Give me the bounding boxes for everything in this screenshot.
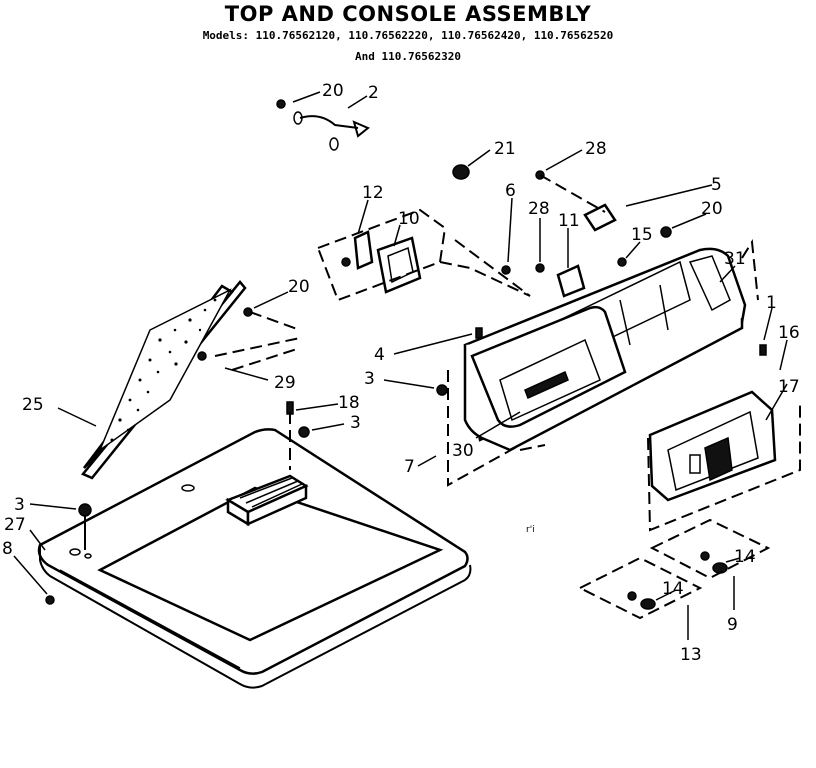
console-panel — [463, 247, 747, 452]
callout-12: 12 — [362, 183, 384, 203]
lid-panel — [80, 280, 247, 480]
callout-11: 11 — [558, 211, 580, 231]
callout-2: 2 — [368, 83, 379, 103]
callout-4: 4 — [374, 345, 385, 365]
leader-lines — [13, 91, 788, 640]
callout-3-console: 3 — [364, 369, 375, 389]
assembly-outlines — [214, 174, 801, 620]
timer-knob-assembly — [341, 230, 422, 294]
callout-20-left: 20 — [288, 277, 310, 297]
callout-labels: 20 2 21 28 5 12 10 6 28 11 15 20 31 20 2… — [2, 81, 800, 665]
callout-18: 18 — [338, 393, 360, 413]
callout-10: 10 — [398, 209, 420, 229]
callout-21: 21 — [494, 139, 516, 159]
callout-8: 8 — [2, 539, 13, 559]
control-module — [648, 390, 777, 502]
callout-31: 31 — [724, 249, 746, 269]
callout-15: 15 — [631, 225, 653, 245]
callout-7: 7 — [404, 457, 415, 477]
callout-30: 30 — [452, 441, 474, 461]
stray-mark: r'i — [526, 525, 535, 535]
callout-16: 16 — [778, 323, 800, 343]
callout-9: 9 — [727, 615, 738, 635]
callout-20-right: 20 — [701, 199, 723, 219]
diagram-title: TOP AND CONSOLE ASSEMBLY — [224, 2, 592, 26]
callout-5: 5 — [711, 175, 722, 195]
callout-25: 25 — [22, 395, 44, 415]
callout-6: 6 — [505, 181, 516, 201]
callout-27: 27 — [4, 515, 26, 535]
top-panel — [37, 428, 472, 689]
callout-17: 17 — [778, 377, 800, 397]
callout-13: 13 — [680, 645, 702, 665]
callout-3-top: 3 — [14, 495, 25, 515]
callout-14-right: 14 — [734, 547, 756, 567]
callout-1: 1 — [766, 293, 777, 313]
callout-28-lower: 28 — [528, 199, 550, 219]
callout-14-left: 14 — [662, 579, 684, 599]
callout-28: 28 — [585, 139, 607, 159]
callout-20: 20 — [322, 81, 344, 101]
models-list: Models: 110.76562120, 110.76562220, 110.… — [202, 29, 614, 42]
callout-3-hinge: 3 — [350, 413, 361, 433]
callout-29: 29 — [274, 373, 296, 393]
models-list-continued: And 110.76562320 — [355, 50, 461, 63]
